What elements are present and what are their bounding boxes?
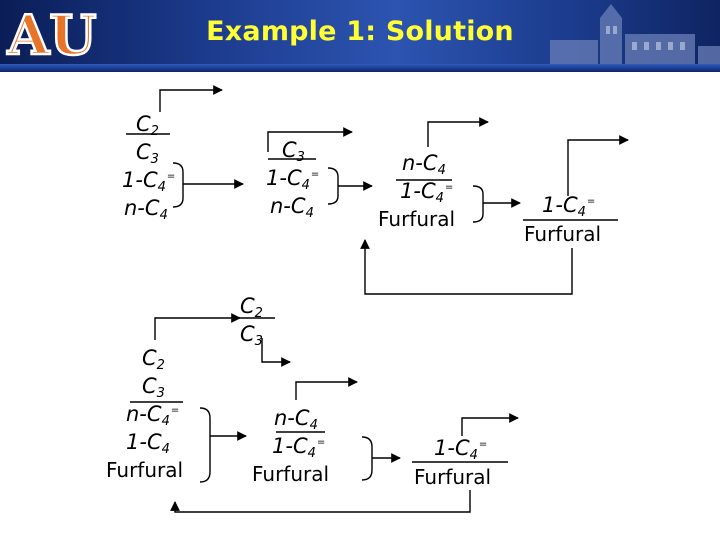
col1-c2-label: C2 <box>136 112 159 139</box>
column-7-bottoms-bracket <box>361 436 380 481</box>
column-1-overhead-arrow <box>159 85 223 112</box>
auburn-logo-icon: AU <box>5 4 98 64</box>
column-6-overhead-arrow <box>261 338 291 367</box>
col8-furfural-label: Furfural <box>414 465 492 489</box>
col7-furfural-label: Furfural <box>252 462 330 486</box>
col2-1c4-label: 1-C4= <box>266 166 320 193</box>
column-7-overhead-arrow <box>295 377 358 400</box>
col3-furfural-label: Furfural <box>378 207 456 231</box>
column-8-overhead-arrow <box>461 413 519 436</box>
col5-c3-label: C3 <box>142 374 165 401</box>
column-5-overhead-arrow <box>154 313 241 340</box>
slide-title: Example 1: Solution <box>206 16 514 47</box>
col5-c2-label: C2 <box>142 346 165 373</box>
column-2-bottoms-bracket <box>327 167 346 205</box>
col5-nc4-label: n-C4= <box>126 402 180 429</box>
col3-1c4-label: 1-C4= <box>400 179 454 206</box>
header-banner: AU Example 1: Solution <box>0 0 720 72</box>
column-1-bottoms-bracket <box>172 162 193 208</box>
svg-text:AU: AU <box>7 4 97 64</box>
column-3-overhead-arrow <box>427 117 489 147</box>
col2-nc4-label: n-C4 <box>270 194 314 221</box>
col4-furfural-label: Furfural <box>524 222 602 246</box>
col5-1c4-label: 1-C4 <box>126 430 170 457</box>
col1-c3-label: C3 <box>136 140 159 167</box>
col7-1c4-label: 1-C4= <box>272 434 326 461</box>
column-4-overhead-arrow <box>567 135 629 196</box>
col4-1c4-label: 1-C4= <box>542 193 596 220</box>
col5-furfural-label: Furfural <box>106 458 184 482</box>
column-5-bottoms-bracket <box>199 407 218 483</box>
column-3-bottoms-bracket <box>472 185 493 223</box>
col7-nc4-label: n-C4 <box>274 406 318 433</box>
col6-c2-label: C2 <box>240 294 263 321</box>
column-8-recycle-line <box>170 490 471 513</box>
col8-1c4-label: 1-C4= <box>434 436 488 463</box>
column-4-recycle-line <box>360 239 573 295</box>
col6-c3-label: C3 <box>240 322 263 349</box>
header-stripe <box>0 64 720 72</box>
col2-c3-label: C3 <box>282 138 305 165</box>
col1-nc4-label: n-C4 <box>124 196 168 223</box>
col3-nc4-label: n-C4 <box>402 151 446 178</box>
column-2-overhead-arrow <box>267 127 353 152</box>
col1-1c4-label: 1-C4= <box>122 168 176 195</box>
